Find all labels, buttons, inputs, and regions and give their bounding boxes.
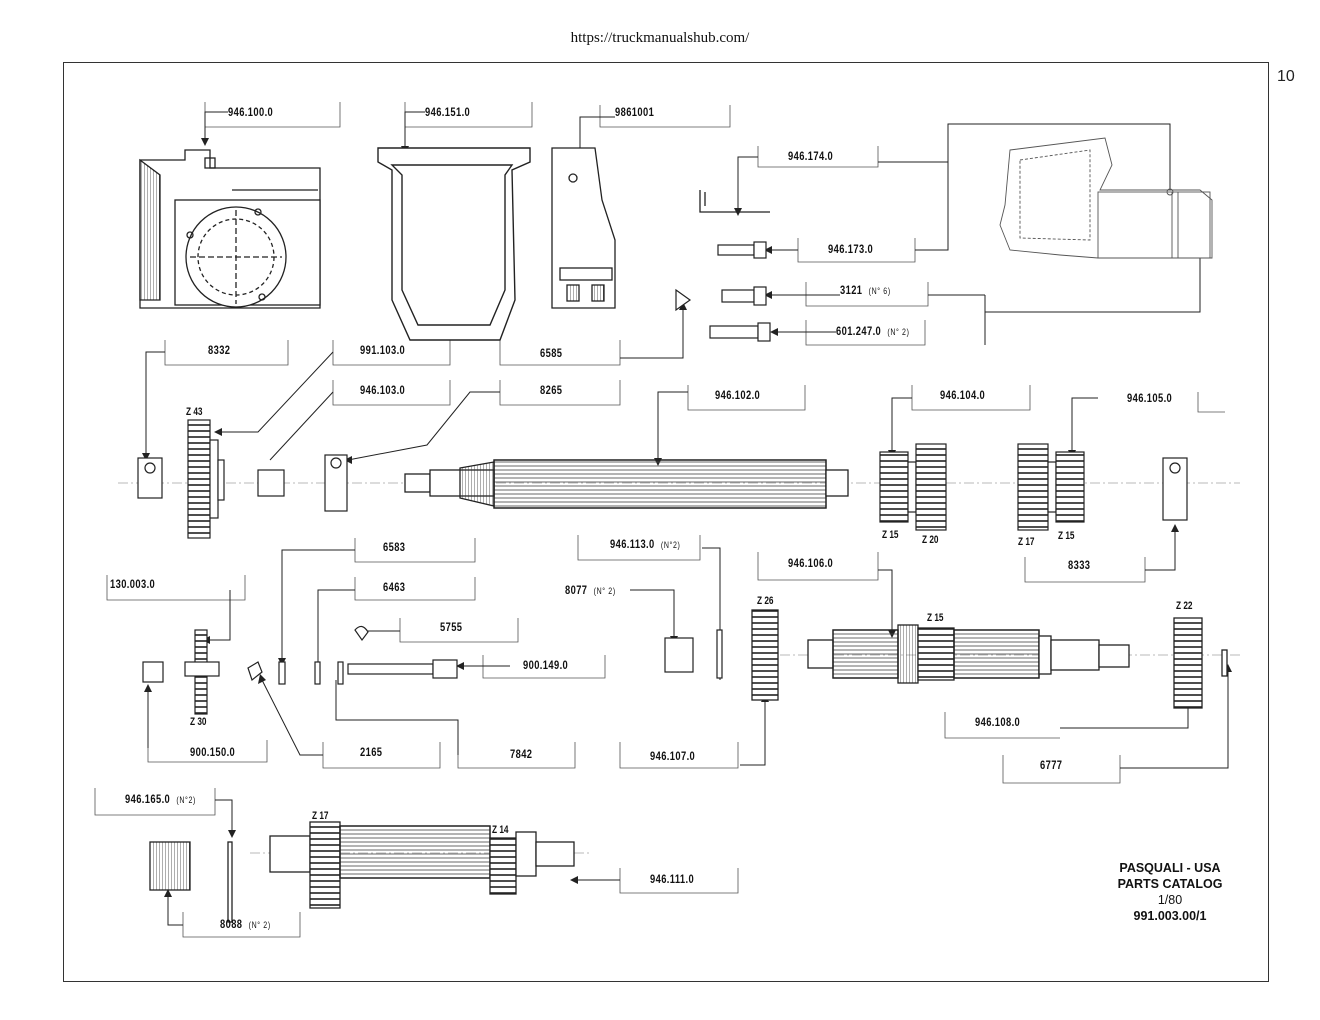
part-label: 946.174.0 [788, 149, 834, 163]
part-label: 6777 [1040, 758, 1063, 772]
part-label: 946.105.0 [1127, 391, 1173, 405]
gear-label: Z 15 [882, 529, 899, 541]
part-number: 946.113.0 [610, 537, 655, 551]
part-label: 946.103.0 [360, 383, 406, 397]
part-number: 601.247.0 [836, 324, 882, 338]
part-label: 946.104.0 [940, 388, 986, 402]
part-label: 946.173.0 [828, 242, 874, 256]
part-label: 8333 [1068, 558, 1091, 572]
quantity: (N° 2) [887, 327, 910, 337]
part-label: 946.108.0 [975, 715, 1021, 729]
gear-label: Z 15 [927, 612, 944, 624]
gear-label: Z 22 [1176, 600, 1193, 612]
source-url[interactable]: https://truckmanualshub.com/ [570, 30, 750, 46]
part-label: 8265 [540, 383, 563, 397]
quantity: (N° 2) [248, 920, 271, 930]
part-label: 6585 [540, 346, 563, 360]
part-label: 9861001 [615, 105, 655, 119]
catalog-number: 991.003.00/1 [1133, 909, 1207, 923]
part-label: 946.106.0 [788, 556, 834, 570]
part-number: 946.165.0 [125, 792, 171, 806]
gear-label: Z 15 [1058, 530, 1075, 542]
quantity: (N°2) [176, 795, 196, 805]
part-label: 900.149.0 [523, 658, 569, 672]
part-label: 6463 [383, 580, 406, 594]
quantity: (N° 6) [868, 286, 891, 296]
part-label: 8077 (N° 2) [565, 583, 616, 597]
part-label: 900.150.0 [190, 745, 236, 759]
part-label: 2165 [360, 745, 383, 759]
part-label: 8332 [208, 343, 231, 357]
part-label: 946.111.0 [650, 872, 695, 886]
part-label: 7842 [510, 747, 533, 761]
part-label: 946.113.0 (N°2) [610, 537, 680, 551]
part-label: 991.103.0 [360, 343, 406, 357]
gear-label: Z 17 [1018, 536, 1035, 548]
part-label: 946.165.0 (N°2) [125, 792, 196, 806]
part-label: 130.003.0 [110, 577, 156, 591]
catalog-date: 1/80 [1157, 893, 1183, 907]
gear-label: Z 26 [757, 595, 774, 607]
part-label: 6583 [383, 540, 406, 554]
page-number: 10 [1277, 68, 1295, 85]
part-label: 601.247.0 (N° 2) [836, 324, 910, 338]
part-number: 3121 [840, 283, 863, 297]
gear-label: Z 14 [492, 824, 509, 836]
part-label: 946.107.0 [650, 749, 696, 763]
part-label: 946.100.0 [228, 105, 274, 119]
gear-label: Z 30 [190, 716, 207, 728]
quantity: (N° 2) [593, 586, 616, 596]
part-number: 8088 [220, 917, 243, 931]
catalog-info: PASQUALI - USA PARTS CATALOG 1/80 991.00… [1100, 860, 1240, 924]
diagram-frame [63, 62, 1269, 982]
gear-label: Z 20 [922, 534, 939, 546]
quantity: (N°2) [660, 540, 681, 550]
part-label: 8088 (N° 2) [220, 917, 271, 931]
part-label: 946.102.0 [715, 388, 761, 402]
part-label: 3121 (N° 6) [840, 283, 891, 297]
part-number: 8077 [565, 583, 588, 597]
catalog-brand: PASQUALI - USA [1119, 861, 1221, 875]
part-label: 946.151.0 [425, 105, 471, 119]
part-label: 5755 [440, 620, 463, 634]
catalog-title: PARTS CATALOG [1117, 877, 1223, 891]
gear-label: Z 17 [312, 810, 329, 822]
gear-label: Z 43 [186, 406, 203, 418]
